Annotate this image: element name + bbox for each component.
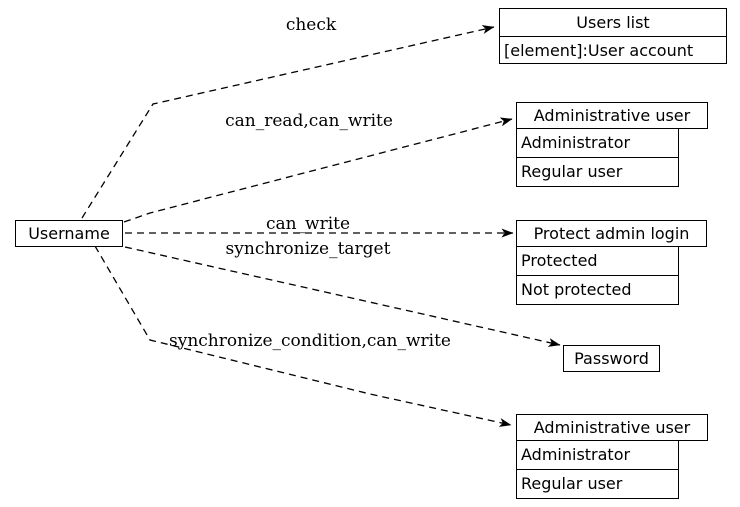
edge-label-can-write: can_write: [265, 214, 351, 234]
node-administrative-user-top: Administrative user Administrator Regula…: [516, 102, 708, 187]
edge-synchronize-condition-line: [94, 245, 512, 427]
node-administrative-user-top-title: Administrative user: [516, 102, 708, 129]
node-protect-admin-login-row: Protected: [516, 246, 679, 276]
node-protect-admin-login-title: Protect admin login: [516, 220, 707, 247]
node-password: Password: [563, 345, 660, 372]
node-users-list-title: Users list: [499, 8, 727, 37]
node-protect-admin-login: Protect admin login Protected Not protec…: [516, 220, 707, 305]
node-administrative-user-top-row: Administrator: [516, 128, 679, 158]
node-username-label: Username: [15, 220, 123, 247]
edge-can-read-can-write-line: [123, 117, 513, 223]
node-password-label: Password: [563, 345, 660, 372]
edge-label-synchronize-target: synchronize_target: [225, 239, 391, 259]
node-administrative-user-bottom-row: Administrator: [516, 440, 679, 470]
node-users-list: Users list [element]:User account: [499, 8, 727, 64]
node-administrative-user-bottom: Administrative user Administrator Regula…: [516, 414, 708, 499]
node-username: Username: [15, 220, 123, 247]
edge-check-line: [81, 25, 495, 219]
edge-label-synchronize-condition-can-write: synchronize_condition,can_write: [168, 331, 452, 351]
node-administrative-user-bottom-title: Administrative user: [516, 414, 708, 441]
node-protect-admin-login-row: Not protected: [516, 275, 679, 305]
edge-label-can-read-can-write: can_read,can_write: [225, 111, 393, 131]
edge-synchronize-target-line: [124, 246, 561, 347]
node-administrative-user-bottom-row: Regular user: [516, 469, 679, 499]
node-users-list-row: [element]:User account: [499, 36, 727, 64]
node-administrative-user-top-row: Regular user: [516, 157, 679, 187]
edge-label-check: check: [285, 15, 337, 35]
